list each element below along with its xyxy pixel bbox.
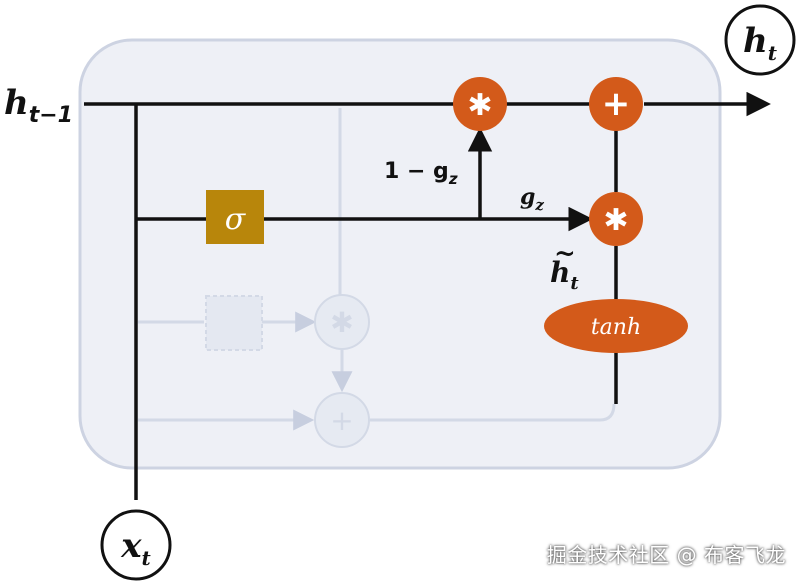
cell-box (78, 38, 722, 470)
faded-sigma-box (205, 295, 263, 351)
gz-label: gz (520, 184, 544, 214)
watermark: 掘金技术社区 @ 布客飞龙 (546, 543, 786, 567)
sigma-label: σ (225, 202, 247, 237)
sigma-gate (206, 190, 264, 244)
tanh-label: tanh (591, 315, 641, 340)
h-tilde-mark: ~ (554, 239, 576, 269)
h-prev-label: ht−1 (4, 83, 73, 128)
multiply-node-right (589, 192, 643, 246)
faded-multiply-symbol: ✱ (330, 306, 353, 339)
add-symbol: + (602, 84, 631, 124)
multiply-node-top (453, 77, 507, 131)
faded-reset-path (138, 108, 616, 431)
output-label: ht (743, 21, 778, 65)
input-node (100, 509, 172, 581)
add-node (589, 77, 643, 131)
input-label: xt (120, 526, 151, 570)
h-tilde-label: ht (550, 256, 579, 294)
faded-multiply-node (314, 294, 370, 350)
one-minus-gz-label: 1 − gz (384, 159, 458, 188)
faded-add-node (314, 392, 370, 448)
tanh-node (544, 299, 688, 353)
faded-add-symbol: + (330, 404, 353, 437)
multiply-symbol-top: ✱ (467, 88, 492, 123)
multiply-symbol-right: ✱ (603, 203, 628, 238)
output-node (724, 4, 796, 76)
